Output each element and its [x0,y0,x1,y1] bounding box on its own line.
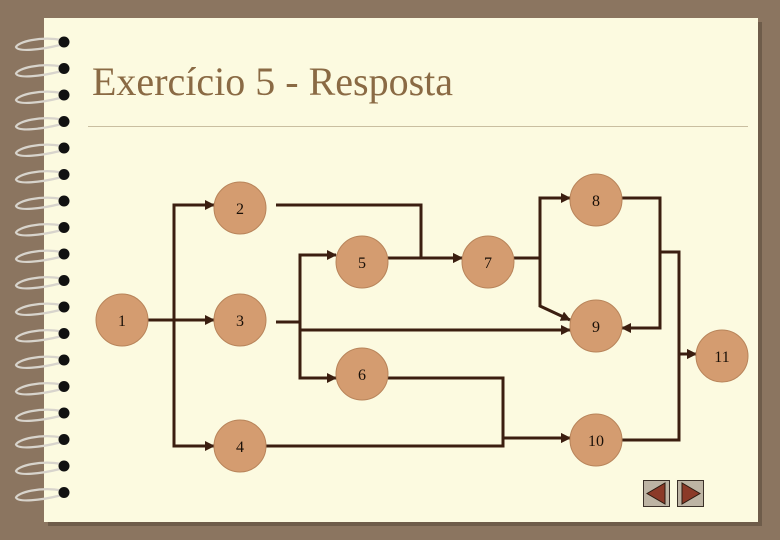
node-circle [95,293,149,347]
spiral-ring [14,276,63,290]
node-label: 9 [592,319,600,336]
node-10: 10 [569,413,623,467]
spiral-ring [14,64,63,78]
edge-3-5 [276,250,337,324]
spiral-hole [58,116,70,127]
slide-page [44,18,758,522]
node-label: 3 [236,313,244,330]
node-7: 7 [461,235,515,289]
spiral-hole [58,301,70,313]
node-circle [569,173,623,227]
node-5: 5 [335,235,389,289]
spiral-hole [58,275,70,286]
node-label: 10 [588,433,604,450]
spiral-ring [14,37,63,51]
spiral-ring [14,488,63,502]
node-1: 1 [95,293,149,347]
spiral-hole [58,89,70,101]
spiral-hole [58,169,70,180]
edge-7-9 [538,258,571,322]
spiral-hole [58,142,70,154]
node-11: 11 [695,329,749,383]
spiral-ring [14,302,63,316]
triangle-right-icon [681,482,701,505]
edge-1-4 [172,320,215,451]
node-label: 6 [358,367,366,384]
spiral-hole [58,248,70,260]
spiral-hole [58,36,70,48]
node-label: 5 [358,255,366,272]
prev-slide-button[interactable] [643,480,670,507]
spiral-ring [14,196,63,210]
edges-layer [148,193,697,451]
spiral-ring [14,382,63,396]
edge-4-10 [266,433,571,448]
spiral-hole [58,222,70,233]
spiral-hole [58,487,70,498]
spiral-ring [14,170,63,184]
node-circle [213,293,267,347]
node-label: 4 [236,439,244,456]
node-circle [335,347,389,401]
spiral-ring [14,461,63,475]
node-circle [695,329,749,383]
edge-8-11 [621,196,662,333]
node-label: 2 [236,201,244,218]
spiral-hole [58,434,70,445]
spiral-ring [14,355,63,369]
node-label: 1 [118,313,126,330]
spiral-ring [14,329,63,343]
spiral-hole [58,195,70,207]
spiral-hole [58,460,70,472]
slide-title: Exercício 5 - Resposta [92,59,453,104]
node-circle [335,235,389,289]
spiral-binding [14,36,70,502]
node-8: 8 [569,173,623,227]
node-label: 11 [714,349,729,366]
node-9: 9 [569,299,623,353]
node-label: 8 [592,193,600,210]
node-circle [569,413,623,467]
spiral-ring [14,117,63,131]
node-3: 3 [213,293,267,347]
node-circle [461,235,515,289]
triangle-left-icon [646,482,666,505]
spiral-hole [58,407,70,419]
spiral-hole [58,63,70,74]
edge-9-11 [622,250,697,359]
nodes-layer: 1 2 3 4 5 6 7 8 9 10 11 [95,173,749,473]
node-4: 4 [213,419,267,473]
spiral-ring [14,223,63,237]
spiral-ring [14,90,63,104]
spiral-hole [58,381,70,392]
node-circle [569,299,623,353]
spiral-ring [14,143,63,157]
spiral-ring [14,408,63,422]
node-6: 6 [335,347,389,401]
edge-3-9 [276,320,571,335]
next-slide-button[interactable] [677,480,704,507]
spiral-hole [58,354,70,366]
edge-7-8 [514,193,571,260]
node-circle [213,181,267,235]
title-divider [88,126,748,127]
edge-10-11 [622,349,697,442]
node-2: 2 [213,181,267,235]
spiral-hole [58,328,70,339]
edge-1-2 [148,200,215,322]
node-circle [213,419,267,473]
edge-6-10 [388,376,571,443]
spiral-ring [14,249,63,263]
node-label: 7 [484,255,492,272]
spiral-ring [14,435,63,449]
edge-3-6 [298,322,337,383]
